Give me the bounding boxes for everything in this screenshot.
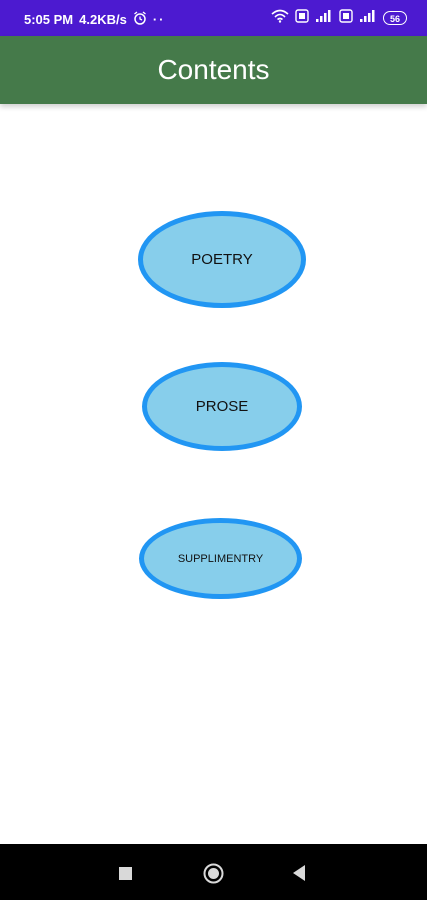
signal-icon-2 [359,9,377,26]
poetry-button[interactable]: POETRY [138,211,306,308]
vo-lte-icon-2 [339,9,353,26]
page-title: Contents [157,54,270,85]
supplimentry-button-label: SUPPLIMENTRY [177,552,264,565]
app-bar: Contents [0,36,427,104]
vo-lte-icon [295,9,309,26]
wifi-icon [271,9,289,26]
prose-button[interactable]: PROSE [142,362,302,451]
notification-dots: ·· [152,12,166,27]
supplimentry-button[interactable]: SUPPLIMENTRY [139,518,302,599]
status-right: 56 [271,9,407,26]
back-icon[interactable] [292,864,306,882]
status-time: 5:05 PM [24,12,74,27]
status-speed: 4.2KB/s [79,12,127,27]
prose-button-label: PROSE [195,398,249,415]
home-icon[interactable] [203,863,224,884]
navigation-bar [0,844,427,900]
signal-icon [315,9,333,26]
alarm-icon [133,11,147,28]
status-bar: 5:05 PM 4.2KB/s ·· [0,0,427,36]
poetry-button-label: POETRY [191,251,253,268]
recents-icon[interactable] [119,867,132,880]
battery-icon: 56 [383,10,407,25]
status-left: 5:05 PM 4.2KB/s ·· [24,11,166,28]
